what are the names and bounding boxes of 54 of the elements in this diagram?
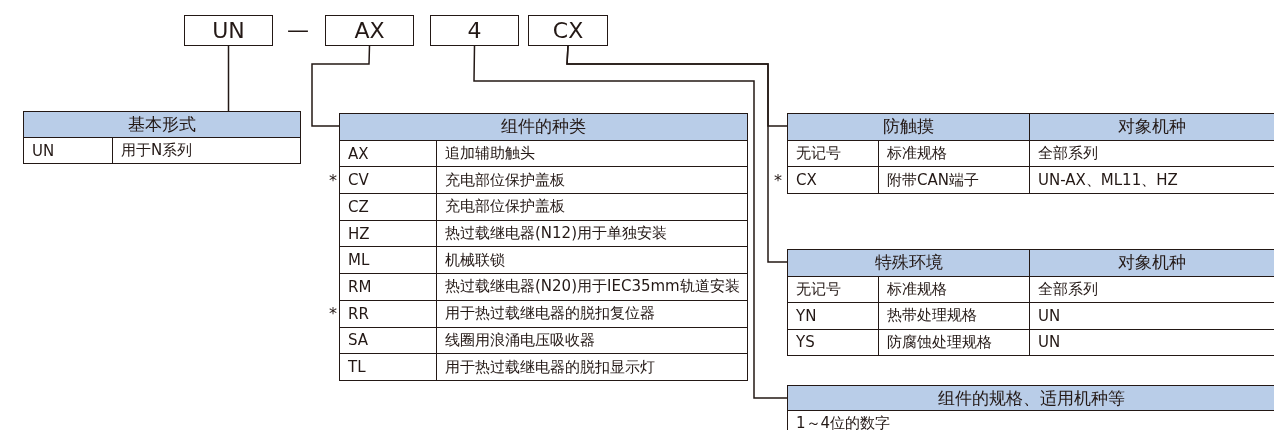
table-cell: 线圈用浪涌电压吸收器 [436,327,748,354]
table-cell: YS [787,329,879,356]
table-cell: 用于热过载继电器的脱扣显示灯 [436,353,748,381]
header-cell: 防触摸 [787,113,1030,141]
table-cell: 充电部位保护盖板 [436,166,748,194]
table-cell: 热带处理规格 [878,302,1030,329]
table-cell: 充电部位保护盖板 [436,193,748,221]
code-box: 4 [430,15,519,46]
header-cell: 基本形式 [23,111,301,138]
table-cell: CZ [339,193,437,221]
asterisk: * [774,171,782,190]
table-cell: RR [339,300,437,327]
spec-table [787,385,1274,430]
table-cell: 无记号 [787,276,879,303]
header-cell: 对象机种 [1029,249,1274,276]
table-cell: RM [339,273,437,301]
leader-line [311,45,371,127]
table-cell: AX [339,140,437,167]
table-cell: 无记号 [787,140,879,167]
spec-table [787,249,1274,356]
table-cell: 标准规格 [878,276,1030,303]
code-box: CX [528,15,608,46]
leader-line [566,45,788,263]
table-cell: YN [787,302,879,329]
table-cell: 附带CAN端子 [878,166,1030,194]
table-cell: TL [339,353,437,381]
table-cell: SA [339,327,437,354]
header-cell: 组件的种类 [339,113,748,141]
code-box: UN [184,15,273,46]
table-cell: HZ [339,220,437,247]
leader-line [473,45,788,399]
code-box: AX [325,15,414,46]
spec-table [787,113,1274,195]
table-cell: CV [339,166,437,194]
table-cell: 用于N系列 [112,137,301,164]
spec-table [339,113,748,381]
header-cell: 组件的规格、适用机种等 [787,385,1274,411]
table-cell: 热过载继电器(N20)用于IEC35mm轨道安装 [436,273,748,301]
table-cell: 追加辅助触头 [436,140,748,167]
asterisk: * [329,304,337,323]
table-cell: 防腐蚀处理规格 [878,329,1030,356]
spec-table [23,111,301,164]
table-cell: 热过载继电器(N12)用于单独安装 [436,220,748,247]
table-cell: UN [23,137,113,164]
table-cell: 标准规格 [878,140,1030,167]
leader-line [227,45,230,112]
dash: — [287,17,309,42]
header-cell: 对象机种 [1029,113,1274,141]
table-cell: 机械联锁 [436,246,748,274]
table-cell: ML [339,246,437,274]
table-cell: CX [787,166,879,194]
table-cell: 用于热过载继电器的脱扣复位器 [436,300,748,327]
asterisk: * [329,171,337,190]
header-cell: 特殊环境 [787,249,1030,276]
